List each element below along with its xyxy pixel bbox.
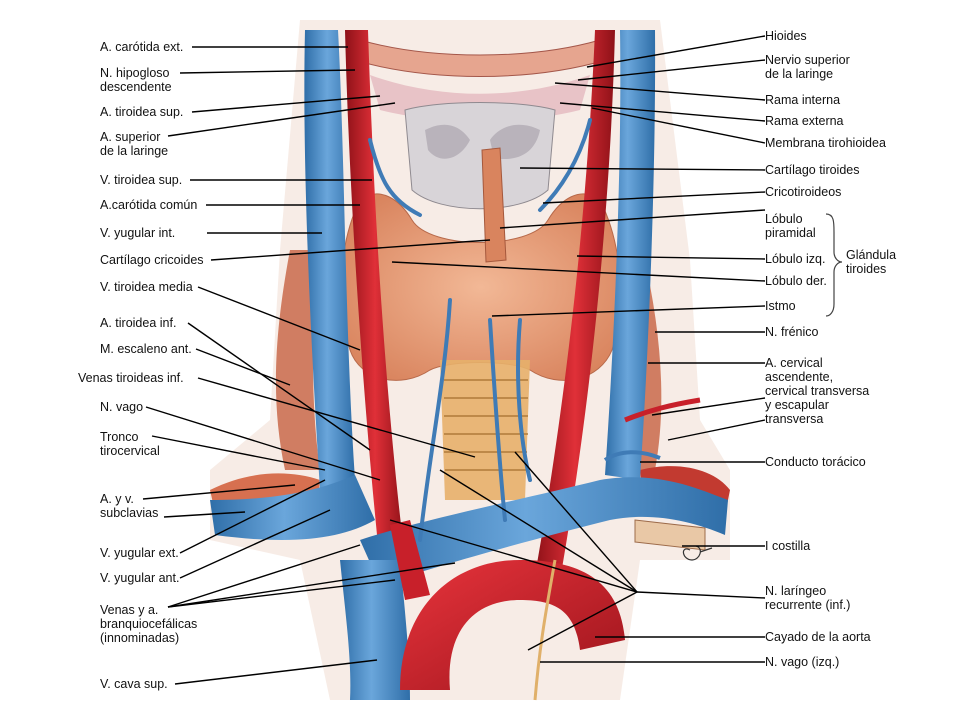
label-external-carotid-artery: A. carótida ext. <box>100 40 184 54</box>
label-inferior-thyroid-artery: A. tiroidea inf. <box>100 316 177 330</box>
scalene-muscle-left <box>275 250 320 470</box>
common-carotid-artery-right <box>535 30 615 580</box>
label-right-lobe: Lóbulo der. <box>765 274 827 288</box>
label-left-lobe: Lóbulo izq. <box>765 252 826 266</box>
label-anterior-jugular-vein: V. yugular ant. <box>100 571 180 585</box>
label-vagus-nerve: N. vago <box>100 400 144 414</box>
label-cricothyroid-muscles: Cricotiroideos <box>765 185 842 199</box>
leader-lines-left <box>142 46 491 685</box>
label-phrenic-nerve: N. frénico <box>765 325 819 339</box>
thyroid-cartilage <box>404 102 556 210</box>
label-superior-thyroid-vein: V. tiroidea sup. <box>100 173 183 187</box>
label-cricoid-cartilage: Cartílago cricoides <box>100 253 204 267</box>
label-left-vagus-nerve: N. vago (izq.) <box>765 655 840 669</box>
tracheal-rings <box>444 379 528 471</box>
superior-vena-cava <box>340 560 410 700</box>
label-internal-branch: Rama interna <box>765 93 841 107</box>
label-middle-thyroid-vein: V. tiroidea media <box>100 280 193 294</box>
aortic-arch <box>400 560 625 690</box>
trachea <box>440 360 530 500</box>
common-carotid-artery-left <box>345 30 405 565</box>
label-thyroid-cartilage: Cartílago tiroides <box>765 163 860 177</box>
label-inferior-thyroid-veins: Venas tiroideas inf. <box>78 371 184 385</box>
brachiocephalic-artery <box>390 520 430 600</box>
label-internal-jugular-vein: V. yugular int. <box>100 226 176 240</box>
label-external-jugular-vein: V. yugular ext. <box>100 546 179 560</box>
label-superior-vena-cava: V. cava sup. <box>100 677 168 691</box>
label-aortic-arch: Cayado de la aorta <box>765 630 871 644</box>
internal-jugular-vein-right <box>605 30 656 480</box>
label-external-branch: Rama externa <box>765 114 844 128</box>
thyroid-cartilage-shading <box>425 124 540 160</box>
brachiocephalic-vein-right <box>360 477 728 585</box>
internal-jugular-vein-left <box>304 30 355 490</box>
vagus-nerve-left <box>533 559 557 701</box>
label-first-rib: I costilla <box>765 539 811 553</box>
label-anterior-scalene-muscle: M. escaleno ant. <box>100 342 192 356</box>
pyramidal-lobe <box>481 147 507 263</box>
leader-lines-right <box>389 35 766 663</box>
label-superior-thyroid-artery: A. tiroidea sup. <box>100 105 184 119</box>
label-thoracic-duct: Conducto torácico <box>765 455 866 469</box>
label-hyoid: Hioides <box>765 29 807 43</box>
thoracic-duct <box>603 450 661 462</box>
label-isthmus: Istmo <box>765 299 796 313</box>
label-subclavian-artery-vein: A. y v.subclavias <box>100 492 159 520</box>
label-common-carotid-artery: A.carótida común <box>100 198 198 212</box>
label-brachiocephalic-vessels: Venas y a.branquiocefálicas(innominadas) <box>100 603 198 645</box>
brachiocephalic-vein-left <box>210 475 375 540</box>
transverse-cervical-vessels <box>624 397 701 423</box>
artist-signature <box>682 545 713 561</box>
brace-thyroid <box>825 213 843 317</box>
label-thyrohyoid-membrane: Membrana tirohioidea <box>765 136 886 150</box>
